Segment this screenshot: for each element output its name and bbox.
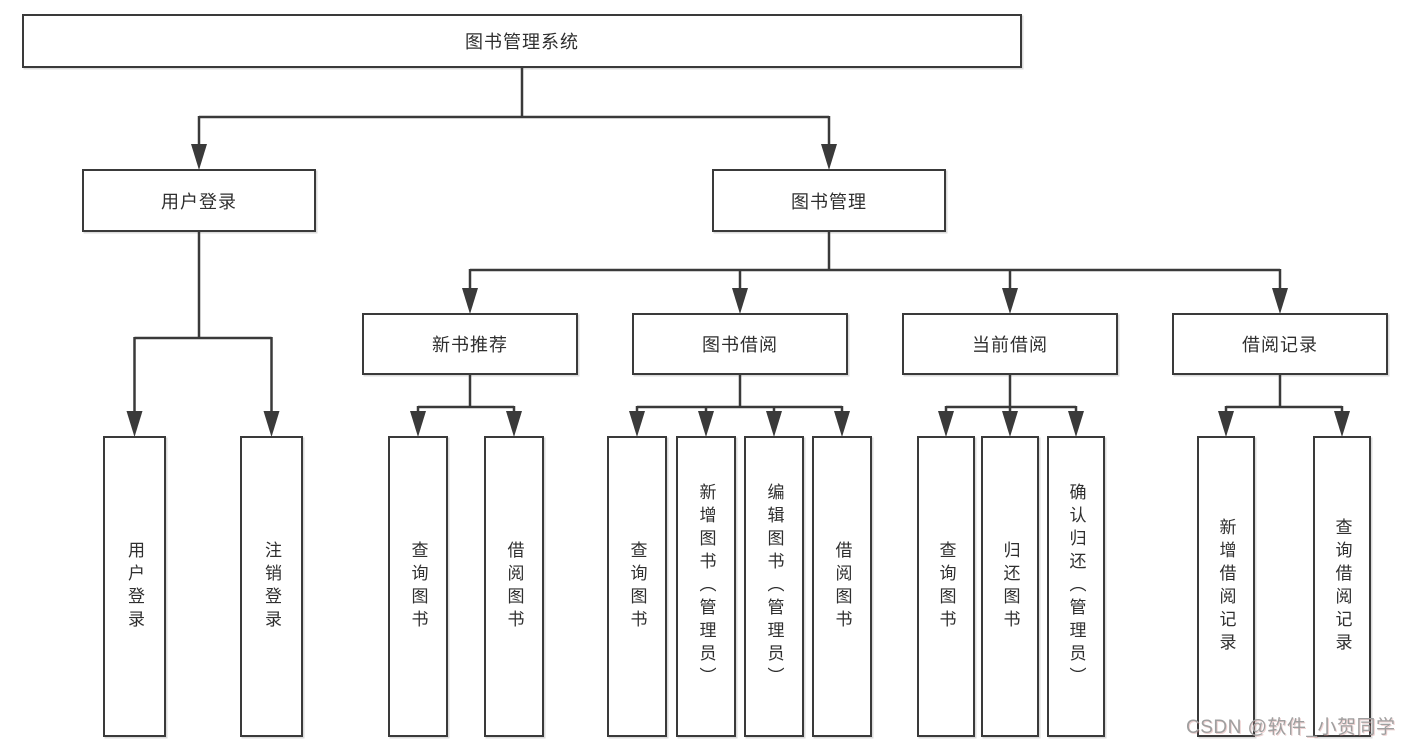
arrowhead xyxy=(938,411,954,437)
arrowhead xyxy=(191,144,207,170)
connector-login-to-leaves xyxy=(126,231,280,437)
node-leaf-recommend-query-books: 查询图书 xyxy=(388,436,448,737)
node-user-login: 用户登录 xyxy=(82,169,316,232)
connector-root-to-level2 xyxy=(191,66,837,170)
arrowhead xyxy=(834,411,850,437)
node-leaf-borrowing-edit-books-admin: 编辑图书（管理员） xyxy=(744,436,804,737)
connector-current-to-leaves xyxy=(938,374,1084,437)
arrowhead xyxy=(506,411,522,437)
connector-borrowing-to-leaves xyxy=(629,374,850,437)
node-leaf-logout: 注销登录 xyxy=(240,436,303,737)
node-leaf-borrowing-borrow-books: 借阅图书 xyxy=(812,436,872,737)
node-leaf-current-confirm-return-admin: 确认归还（管理员） xyxy=(1047,436,1105,737)
arrowhead xyxy=(698,411,714,437)
node-current-borrowing: 当前借阅 xyxy=(902,313,1118,375)
node-new-book-recommend: 新书推荐 xyxy=(362,313,578,375)
arrowhead xyxy=(1218,411,1234,437)
arrowhead xyxy=(1068,411,1084,437)
node-leaf-records-query-record: 查询借阅记录 xyxy=(1313,436,1371,737)
arrowhead xyxy=(732,288,748,314)
arrowhead xyxy=(629,411,645,437)
arrowhead xyxy=(766,411,782,437)
arrowhead xyxy=(126,411,143,437)
node-leaf-current-query-books: 查询图书 xyxy=(917,436,975,737)
node-book-borrowing: 图书借阅 xyxy=(632,313,848,375)
connector-recommend-to-leaves xyxy=(410,374,522,437)
node-leaf-user-login: 用户登录 xyxy=(103,436,166,737)
arrowhead xyxy=(821,144,837,170)
arrowhead xyxy=(1334,411,1350,437)
connector-manage-to-level3 xyxy=(462,231,1288,314)
node-root: 图书管理系统 xyxy=(22,14,1022,68)
arrowhead xyxy=(1002,411,1018,437)
node-book-management: 图书管理 xyxy=(712,169,946,232)
node-leaf-borrowing-add-books-admin: 新增图书（管理员） xyxy=(676,436,736,737)
node-leaf-current-return-books: 归还图书 xyxy=(981,436,1039,737)
arrowhead xyxy=(1002,288,1018,314)
arrowhead xyxy=(263,411,280,437)
csdn-watermark: CSDN @软件_小贺同学 xyxy=(1186,717,1396,738)
connector-records-to-leaves xyxy=(1218,374,1350,437)
arrowhead xyxy=(410,411,426,437)
node-borrowing-records: 借阅记录 xyxy=(1172,313,1388,375)
arrowhead xyxy=(462,288,478,314)
node-leaf-records-add-record: 新增借阅记录 xyxy=(1197,436,1255,737)
node-leaf-borrowing-query-books: 查询图书 xyxy=(607,436,667,737)
node-leaf-recommend-borrow-books: 借阅图书 xyxy=(484,436,544,737)
arrowhead xyxy=(1272,288,1288,314)
